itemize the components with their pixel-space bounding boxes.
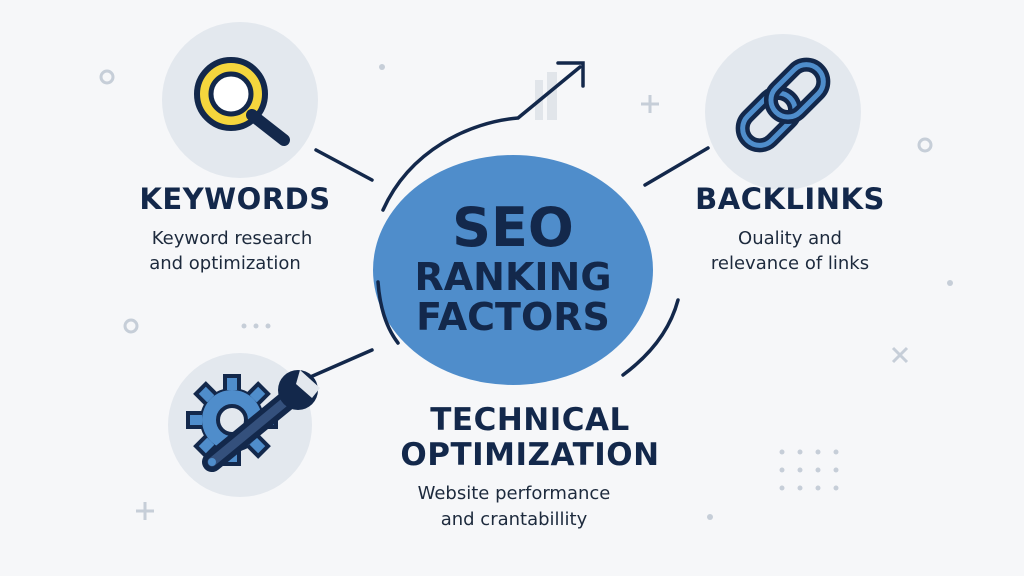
bar-decoration <box>547 72 557 120</box>
connector-keywords <box>314 148 374 182</box>
center-title-ranking: RANKING <box>414 255 612 299</box>
center-title-factors: FACTORS <box>416 295 610 339</box>
decorations <box>99 69 933 520</box>
dots <box>241 64 953 520</box>
gear-wrench-icon <box>168 353 320 497</box>
connector-backlinks <box>643 146 710 187</box>
arc-left <box>376 280 400 345</box>
backlinks-desc-line1: Ouality and <box>738 228 842 249</box>
keywords-title: KEYWORDS <box>139 182 331 216</box>
technical-desc-line2: and crantabillity <box>440 509 588 530</box>
backlinks-title: BACKLINKS <box>695 182 885 216</box>
technical-title-line2: OPTIMIZATION <box>400 437 660 473</box>
keywords-desc-line1: Keyword research <box>151 228 313 249</box>
technical-desc-line1: Website performance <box>417 483 611 504</box>
technical-title-line1: TECHNICAL <box>430 402 630 438</box>
chain-link-icon <box>705 34 861 190</box>
growth-arrow-line <box>381 65 582 212</box>
center-title-seo: SEO <box>452 196 574 259</box>
center-ellipse <box>373 155 653 385</box>
keywords-desc-line2: and optimization <box>149 253 301 274</box>
arrow-head-icon <box>556 61 585 88</box>
magnifier-icon <box>162 22 318 178</box>
arc-right <box>621 298 680 377</box>
backlinks-desc-line2: relevance of links <box>710 253 870 274</box>
